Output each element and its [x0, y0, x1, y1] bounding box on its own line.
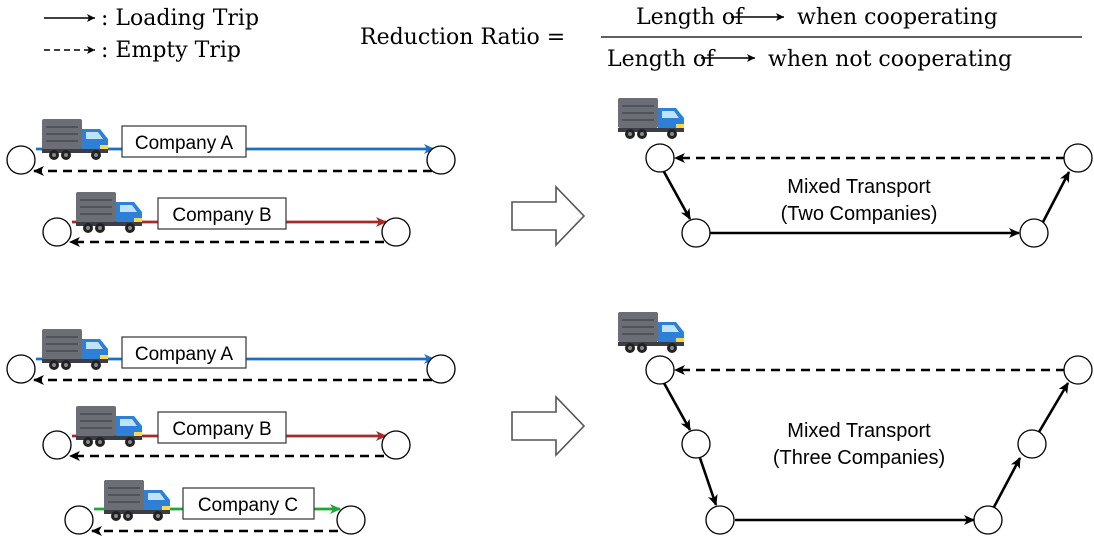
empty-trip-label: : Empty Trip [101, 38, 241, 63]
node-icon [681, 429, 711, 459]
legend: : Loading Trip : Empty Trip [44, 6, 259, 63]
numerator-text-before: Length of [636, 5, 745, 30]
mixed-three-line1: Mixed Transport [787, 420, 931, 442]
mixed-three-line2: (Three Companies) [773, 447, 945, 469]
node-icon [645, 143, 675, 173]
truck-icon [617, 311, 685, 354]
mixed-transport-two: Mixed Transport (Two Companies) [617, 97, 1093, 248]
separate-trips-two-companies: Company A Company B [6, 118, 456, 247]
hollow-right-arrow-icon [511, 185, 586, 247]
node-icon [426, 145, 456, 175]
company-b-label: Company B [172, 419, 271, 440]
mixed-two-line2: (Two Companies) [781, 203, 938, 225]
truck-icon [75, 405, 143, 448]
node-icon [42, 217, 72, 247]
truck-icon [617, 97, 685, 140]
mixed-transport-three: Mixed Transport (Three Companies) [617, 311, 1093, 535]
node-icon [1019, 218, 1049, 248]
node-icon [381, 430, 411, 460]
node-icon [6, 354, 36, 384]
truck-icon [41, 118, 109, 161]
node-icon [426, 354, 456, 384]
loading-trip-label: : Loading Trip [101, 6, 259, 31]
denominator-text-after: when not cooperating [768, 47, 1012, 72]
company-a-label: Company A [135, 344, 234, 365]
reduction-ratio-formula: Reduction Ratio = Length of when coopera… [360, 5, 1082, 72]
numerator-text-after: when cooperating [797, 5, 998, 30]
node-icon [645, 355, 675, 385]
node-icon [705, 505, 735, 535]
node-icon [1063, 143, 1093, 173]
node-icon [381, 217, 411, 247]
node-icon [681, 218, 711, 248]
company-c-label: Company C [198, 495, 298, 516]
node-icon [42, 430, 72, 460]
denominator-text-before: Length of [607, 47, 716, 72]
separate-trips-three-companies: Company A Company B Company C [6, 328, 456, 536]
hollow-right-arrow-icon [511, 395, 586, 457]
node-icon [973, 505, 1003, 535]
company-a-label: Company A [135, 133, 234, 154]
truck-icon [41, 328, 109, 371]
node-icon [6, 145, 36, 175]
node-icon [1017, 429, 1047, 459]
mixed-two-line1: Mixed Transport [787, 176, 931, 198]
company-b-label: Company B [172, 205, 271, 226]
truck-icon [103, 479, 171, 522]
node-icon [64, 505, 94, 535]
node-icon [1063, 355, 1093, 385]
node-icon [336, 505, 366, 535]
formula-lhs: Reduction Ratio = [360, 25, 565, 50]
truck-icon [75, 191, 143, 234]
